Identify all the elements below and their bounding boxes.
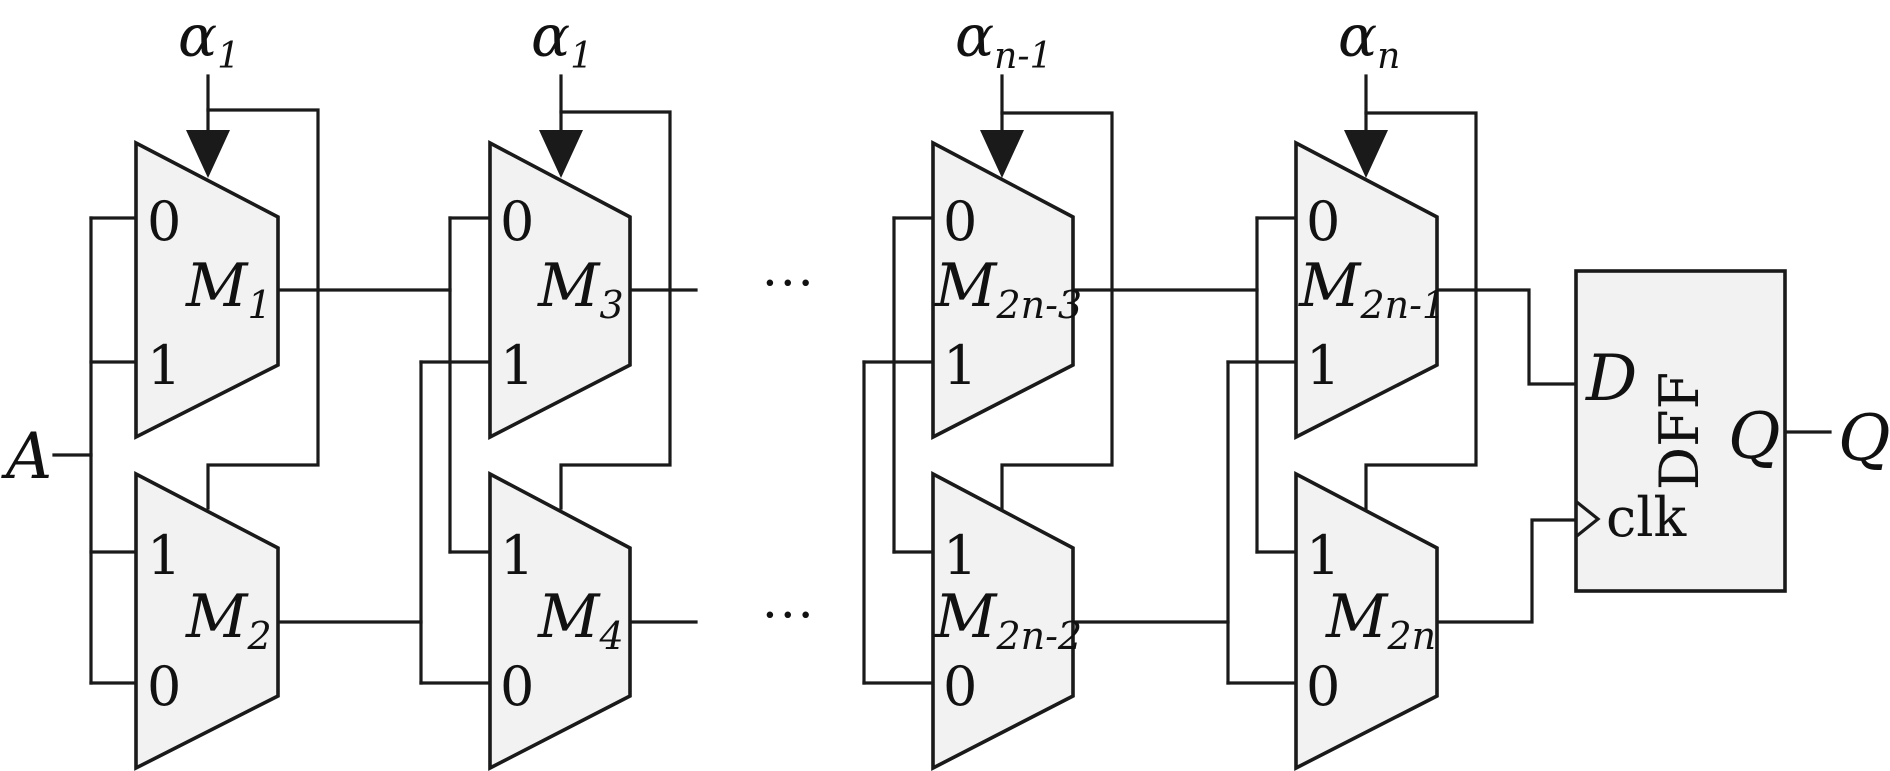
mux-m1 xyxy=(134,140,280,440)
m2-port-bottom: 0 xyxy=(147,655,181,718)
wire-m3-feedback xyxy=(559,110,672,510)
m2n-1-label: M2n-1 xyxy=(1298,251,1446,327)
ellipsis-bottom: ··· xyxy=(762,586,816,644)
select-label-1: α1 xyxy=(178,2,240,77)
select-arrow-3 xyxy=(980,130,1024,178)
muxes xyxy=(134,140,1439,771)
m1-port-bottom: 1 xyxy=(147,334,181,397)
m2n-label: M2n xyxy=(1325,582,1436,658)
m4-label: M4 xyxy=(537,582,624,658)
m2n-port-bottom: 0 xyxy=(1306,655,1340,718)
mux-m2 xyxy=(134,471,280,771)
input-label-a: A xyxy=(1,420,52,494)
m2n-3-port-top: 0 xyxy=(943,190,977,253)
dff-title: DFF xyxy=(1648,372,1711,490)
output-label-q: Q xyxy=(1838,402,1890,476)
dff-box xyxy=(1574,269,1787,593)
select-label-2: α1 xyxy=(531,2,593,77)
mux-m3 xyxy=(488,140,632,440)
m2n-2-port-bottom: 0 xyxy=(943,655,977,718)
mux-m2n-1 xyxy=(1294,140,1439,440)
wire-m1-feedback xyxy=(206,108,320,510)
m2n-1-port-bottom: 1 xyxy=(1306,334,1340,397)
m1-port-top: 0 xyxy=(147,190,181,253)
m2n-3-label: M2n-3 xyxy=(934,251,1082,327)
dff-q-label: Q xyxy=(1728,400,1780,474)
mux-m2n-3 xyxy=(931,140,1075,440)
wires xyxy=(52,74,1832,685)
m2n-2-port-top: 1 xyxy=(943,524,977,587)
m2-label: M2 xyxy=(185,582,272,658)
select-label-4: αn xyxy=(1338,2,1400,77)
mux-m2n-2 xyxy=(931,471,1075,771)
m2n-3-port-bottom: 1 xyxy=(943,334,977,397)
ellipsis-top: ··· xyxy=(762,254,816,312)
wire-to-clk xyxy=(1435,518,1578,624)
m4-port-bottom: 0 xyxy=(500,655,534,718)
wire-m2n1-feedback xyxy=(1364,111,1478,510)
select-label-3: αn-1 xyxy=(955,2,1052,77)
m2-port-top: 1 xyxy=(147,524,181,587)
m2n-2-label: M2n-2 xyxy=(934,582,1082,658)
wire-m2n3-feedback xyxy=(1000,111,1114,510)
mux-m2n xyxy=(1294,471,1439,771)
m1-label: M1 xyxy=(185,251,272,327)
select-arrows xyxy=(186,130,1388,178)
select-arrow-4 xyxy=(1344,130,1388,178)
m3-port-bottom: 1 xyxy=(500,334,534,397)
m2n-port-top: 1 xyxy=(1306,524,1340,587)
select-arrow-2 xyxy=(539,130,583,178)
m3-port-top: 0 xyxy=(500,190,534,253)
clk-triangle-icon xyxy=(1575,500,1601,538)
select-arrow-1 xyxy=(186,130,230,178)
m3-label: M3 xyxy=(537,251,624,327)
dff-clk-label: clk xyxy=(1606,486,1688,549)
dff-d-label: D xyxy=(1585,342,1637,416)
m4-port-top: 1 xyxy=(500,524,534,587)
mux-m4 xyxy=(488,471,632,771)
wire-to-d xyxy=(1435,288,1578,386)
m2n-1-port-top: 0 xyxy=(1306,190,1340,253)
